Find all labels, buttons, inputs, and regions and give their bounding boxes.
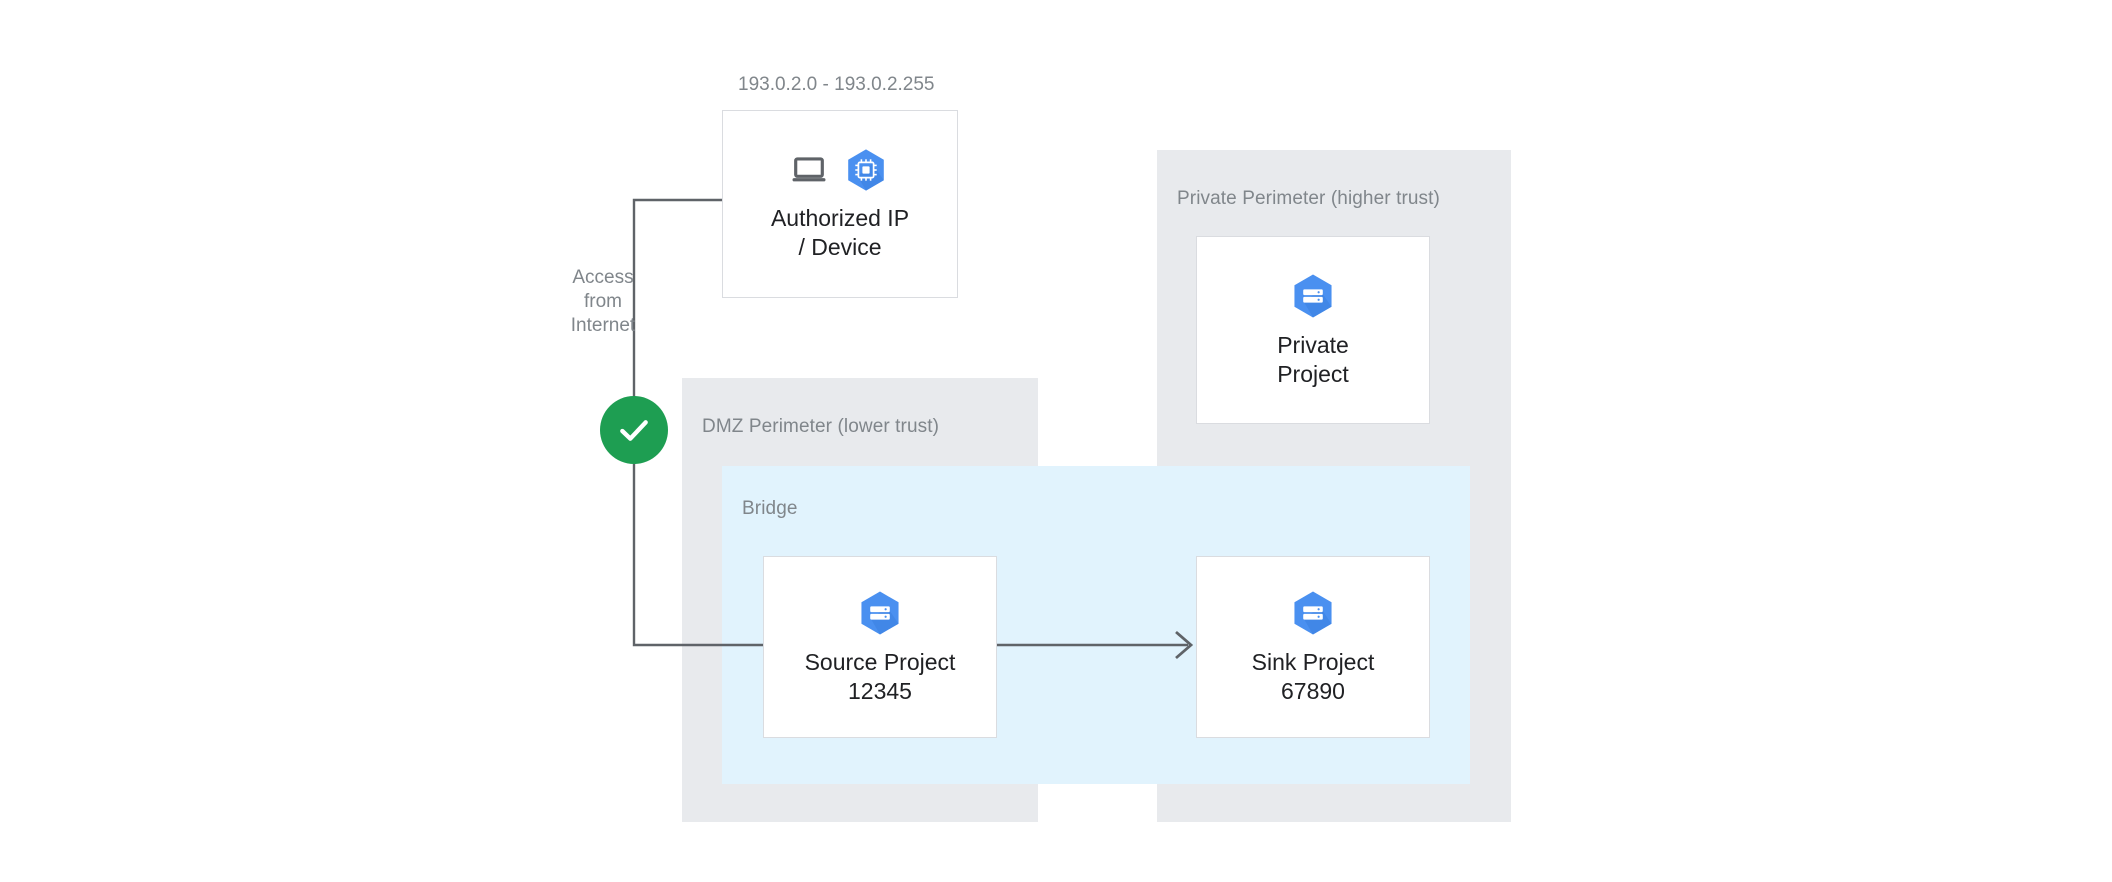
laptop-icon [792,157,826,182]
project-server-hexagon-icon [861,591,899,635]
node-title: Sink Project 67890 [1251,649,1375,704]
node-sink-project[interactable]: Sink Project 67890 [1196,556,1430,738]
node-title: Source Project 12345 [804,649,956,704]
node-icons [1288,271,1338,321]
bridge-label: Bridge [742,498,798,519]
node-authorized-ip-device[interactable]: Authorized IP / Device [722,110,958,298]
project-server-hexagon-icon [1294,591,1332,635]
node-title: Authorized IP / Device [770,205,910,260]
access-allowed-check-icon[interactable] [600,396,668,464]
project-server-hexagon-icon [1294,274,1332,318]
check-icon [620,420,648,441]
node-source-project[interactable]: Source Project 12345 [763,556,997,738]
node-icons [1288,588,1338,638]
node-private-project[interactable]: Private Project [1196,236,1430,424]
perimeter-dmz-label: DMZ Perimeter (lower trust) [702,416,940,437]
node-icons [855,588,905,638]
ip-range-label: 193.0.2.0 - 193.0.2.255 [738,74,935,95]
node-icons [790,146,890,194]
node-title: Private Project [1277,332,1349,387]
perimeter-private-label: Private Perimeter (higher trust) [1177,188,1440,209]
access-from-internet-label: Access from Internet [570,267,636,336]
compute-engine-hexagon-icon [848,149,884,191]
